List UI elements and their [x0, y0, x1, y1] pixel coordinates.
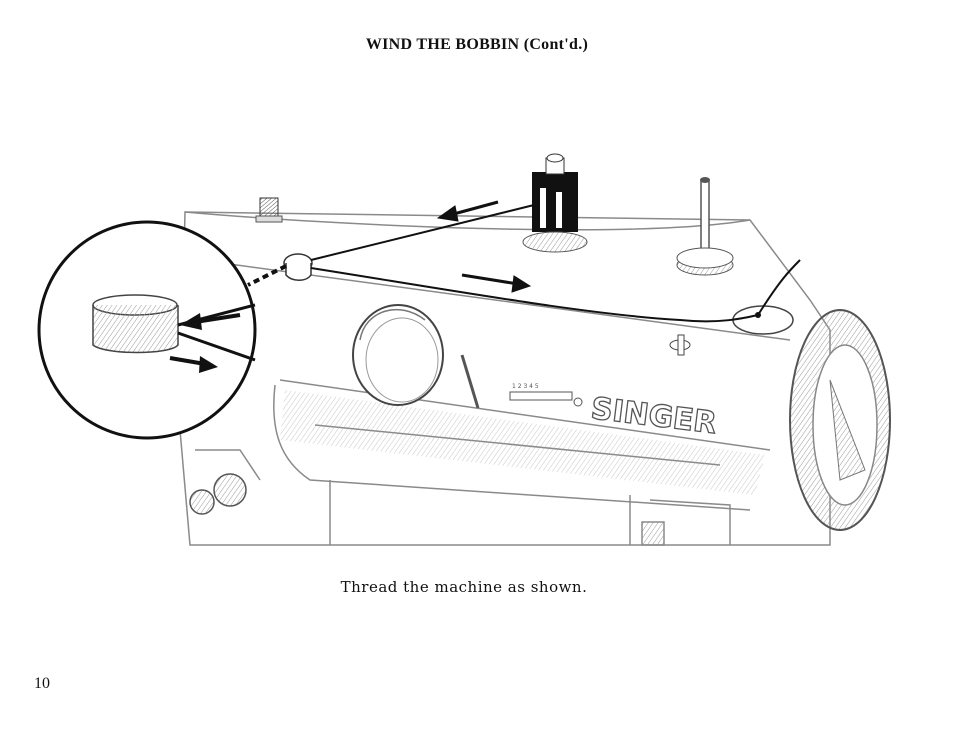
- magnified-detail: [37, 220, 257, 440]
- spool-pin: [522, 153, 588, 253]
- threading-diagram: 1 2 3 4 5 SINGER: [37, 153, 891, 546]
- front-plate: [280, 390, 765, 495]
- hand-wheel: [789, 309, 891, 531]
- thread-guide: [283, 253, 313, 281]
- stitch-length-dial: [352, 304, 444, 406]
- top-knob: [255, 197, 283, 223]
- machine-head: [179, 211, 831, 546]
- stitch-width-scale: 1 2 3 4 5: [460, 354, 583, 409]
- thread-tension-assembly: [189, 449, 261, 515]
- thread-path: [247, 204, 801, 323]
- page-number: 10: [34, 675, 50, 692]
- stitch-numbers: 1 2 3 4 5: [512, 383, 539, 390]
- auxiliary-spool-pin: [676, 177, 734, 276]
- direction-arrows: [436, 200, 532, 293]
- figure-caption: Thread the machine as shown.: [340, 578, 588, 596]
- page-title: WIND THE BOBBIN (Cont'd.): [365, 36, 589, 53]
- sewing-machine-illustration: 1 2 3 4 5 SINGER: [30, 150, 900, 555]
